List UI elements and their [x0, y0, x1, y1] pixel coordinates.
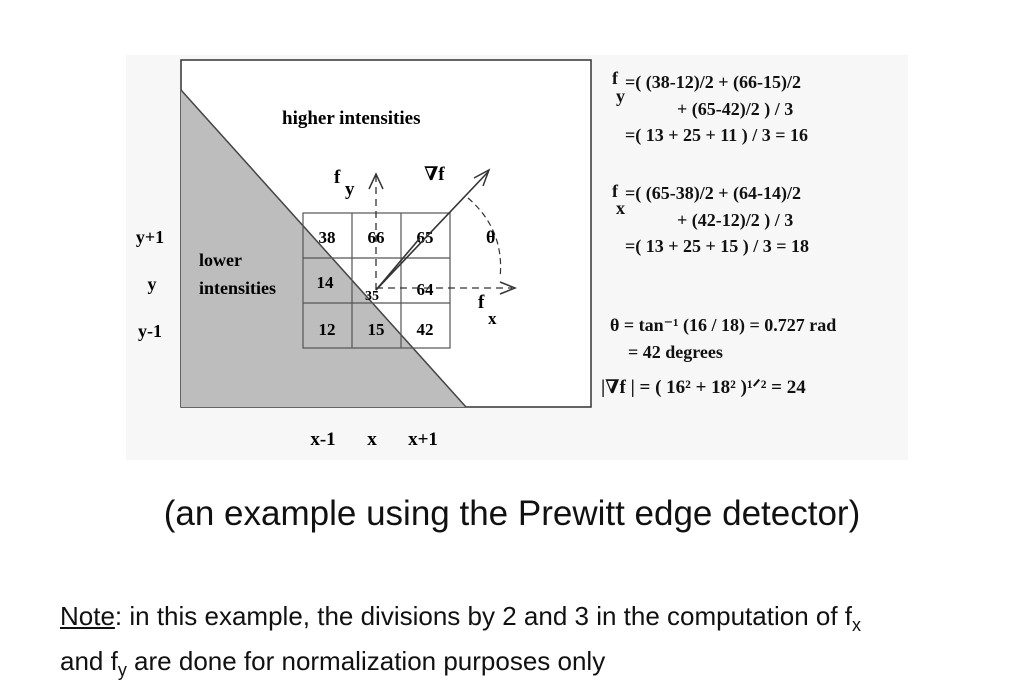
grid-cell: 38	[319, 228, 336, 247]
note-text: Note: in this example, the divisions by …	[60, 598, 990, 688]
theta-equation: = 42 degrees	[628, 342, 723, 362]
row-label: y-1	[138, 321, 162, 341]
edge-line	[180, 89, 467, 408]
fy-arrow-label: f	[334, 167, 341, 188]
col-label: x+1	[408, 429, 438, 450]
fy-equation-sub: y	[616, 86, 625, 107]
lower-intensities-label: lower	[199, 250, 242, 270]
fx-equation-line: =( 13 + 25 + 15 ) / 3 = 18	[625, 236, 810, 256]
theta-arc	[467, 197, 502, 279]
grid-cell: 12	[319, 320, 336, 339]
figure-caption: (an example using the Prewitt edge detec…	[163, 494, 861, 533]
gradient-arrow-head	[473, 168, 491, 187]
col-label: x-1	[310, 429, 335, 450]
fx-f: f	[612, 181, 618, 201]
fx-equation-line: + (42-12)/2 ) / 3	[677, 210, 794, 230]
fx-equation-sub: x	[616, 198, 625, 219]
fy-arrow-label: y	[345, 179, 355, 200]
fx-arrow-label: f	[478, 292, 485, 313]
fy-sub: y	[616, 86, 625, 106]
theta-label: θ	[486, 227, 495, 247]
grid-cell: 42	[417, 320, 434, 339]
gradient-arrow-back	[375, 237, 421, 291]
fx-equation-line: =( (65-38)/2 + (64-14)/2	[625, 183, 801, 203]
grid-cell: 35	[365, 289, 379, 304]
gradient-label: ∇f	[424, 164, 445, 185]
grid-cell: 64	[417, 280, 435, 299]
note-sub-y: y	[117, 660, 127, 681]
row-label: y	[148, 274, 157, 294]
fy-equation-f: f	[612, 68, 618, 89]
fy-equation-line: + (65-42)/2 ) / 3	[677, 99, 794, 119]
theta-equation: θ = tan⁻¹ (16 / 18) = 0.727 rad	[610, 315, 837, 335]
note-text-3: are done for normalization purposes only	[126, 646, 606, 677]
fy-arrow-head	[368, 172, 384, 190]
grid-cell: 15	[368, 320, 385, 339]
note-sub-x: x	[852, 615, 862, 636]
fy-equation-line: =( (38-12)/2 + (66-15)/2	[625, 72, 801, 92]
row-label: y+1	[136, 227, 164, 247]
fx-equation-f: f	[612, 181, 618, 202]
grid-cell: 14	[317, 273, 335, 292]
fx-arrow-label: x	[488, 309, 497, 328]
fx-sub: x	[616, 198, 625, 218]
fy-f: f	[612, 68, 618, 88]
magnitude-equation: |∇f | = ( 16² + 18² )¹ᐟ² = 24	[601, 377, 806, 398]
higher-intensities-label: higher intensities	[282, 108, 420, 129]
fx-arrow-head	[499, 281, 518, 295]
gradient-arrow	[375, 171, 489, 291]
note-label: Note	[60, 601, 115, 631]
col-label: x	[367, 429, 377, 450]
note-text-2: and f	[60, 646, 118, 677]
fy-equation-line: =( 13 + 25 + 11 ) / 3 = 16	[625, 125, 809, 145]
lower-intensities-label: intensities	[199, 278, 276, 298]
note-text-1: : in this example, the divisions by 2 an…	[114, 601, 853, 631]
